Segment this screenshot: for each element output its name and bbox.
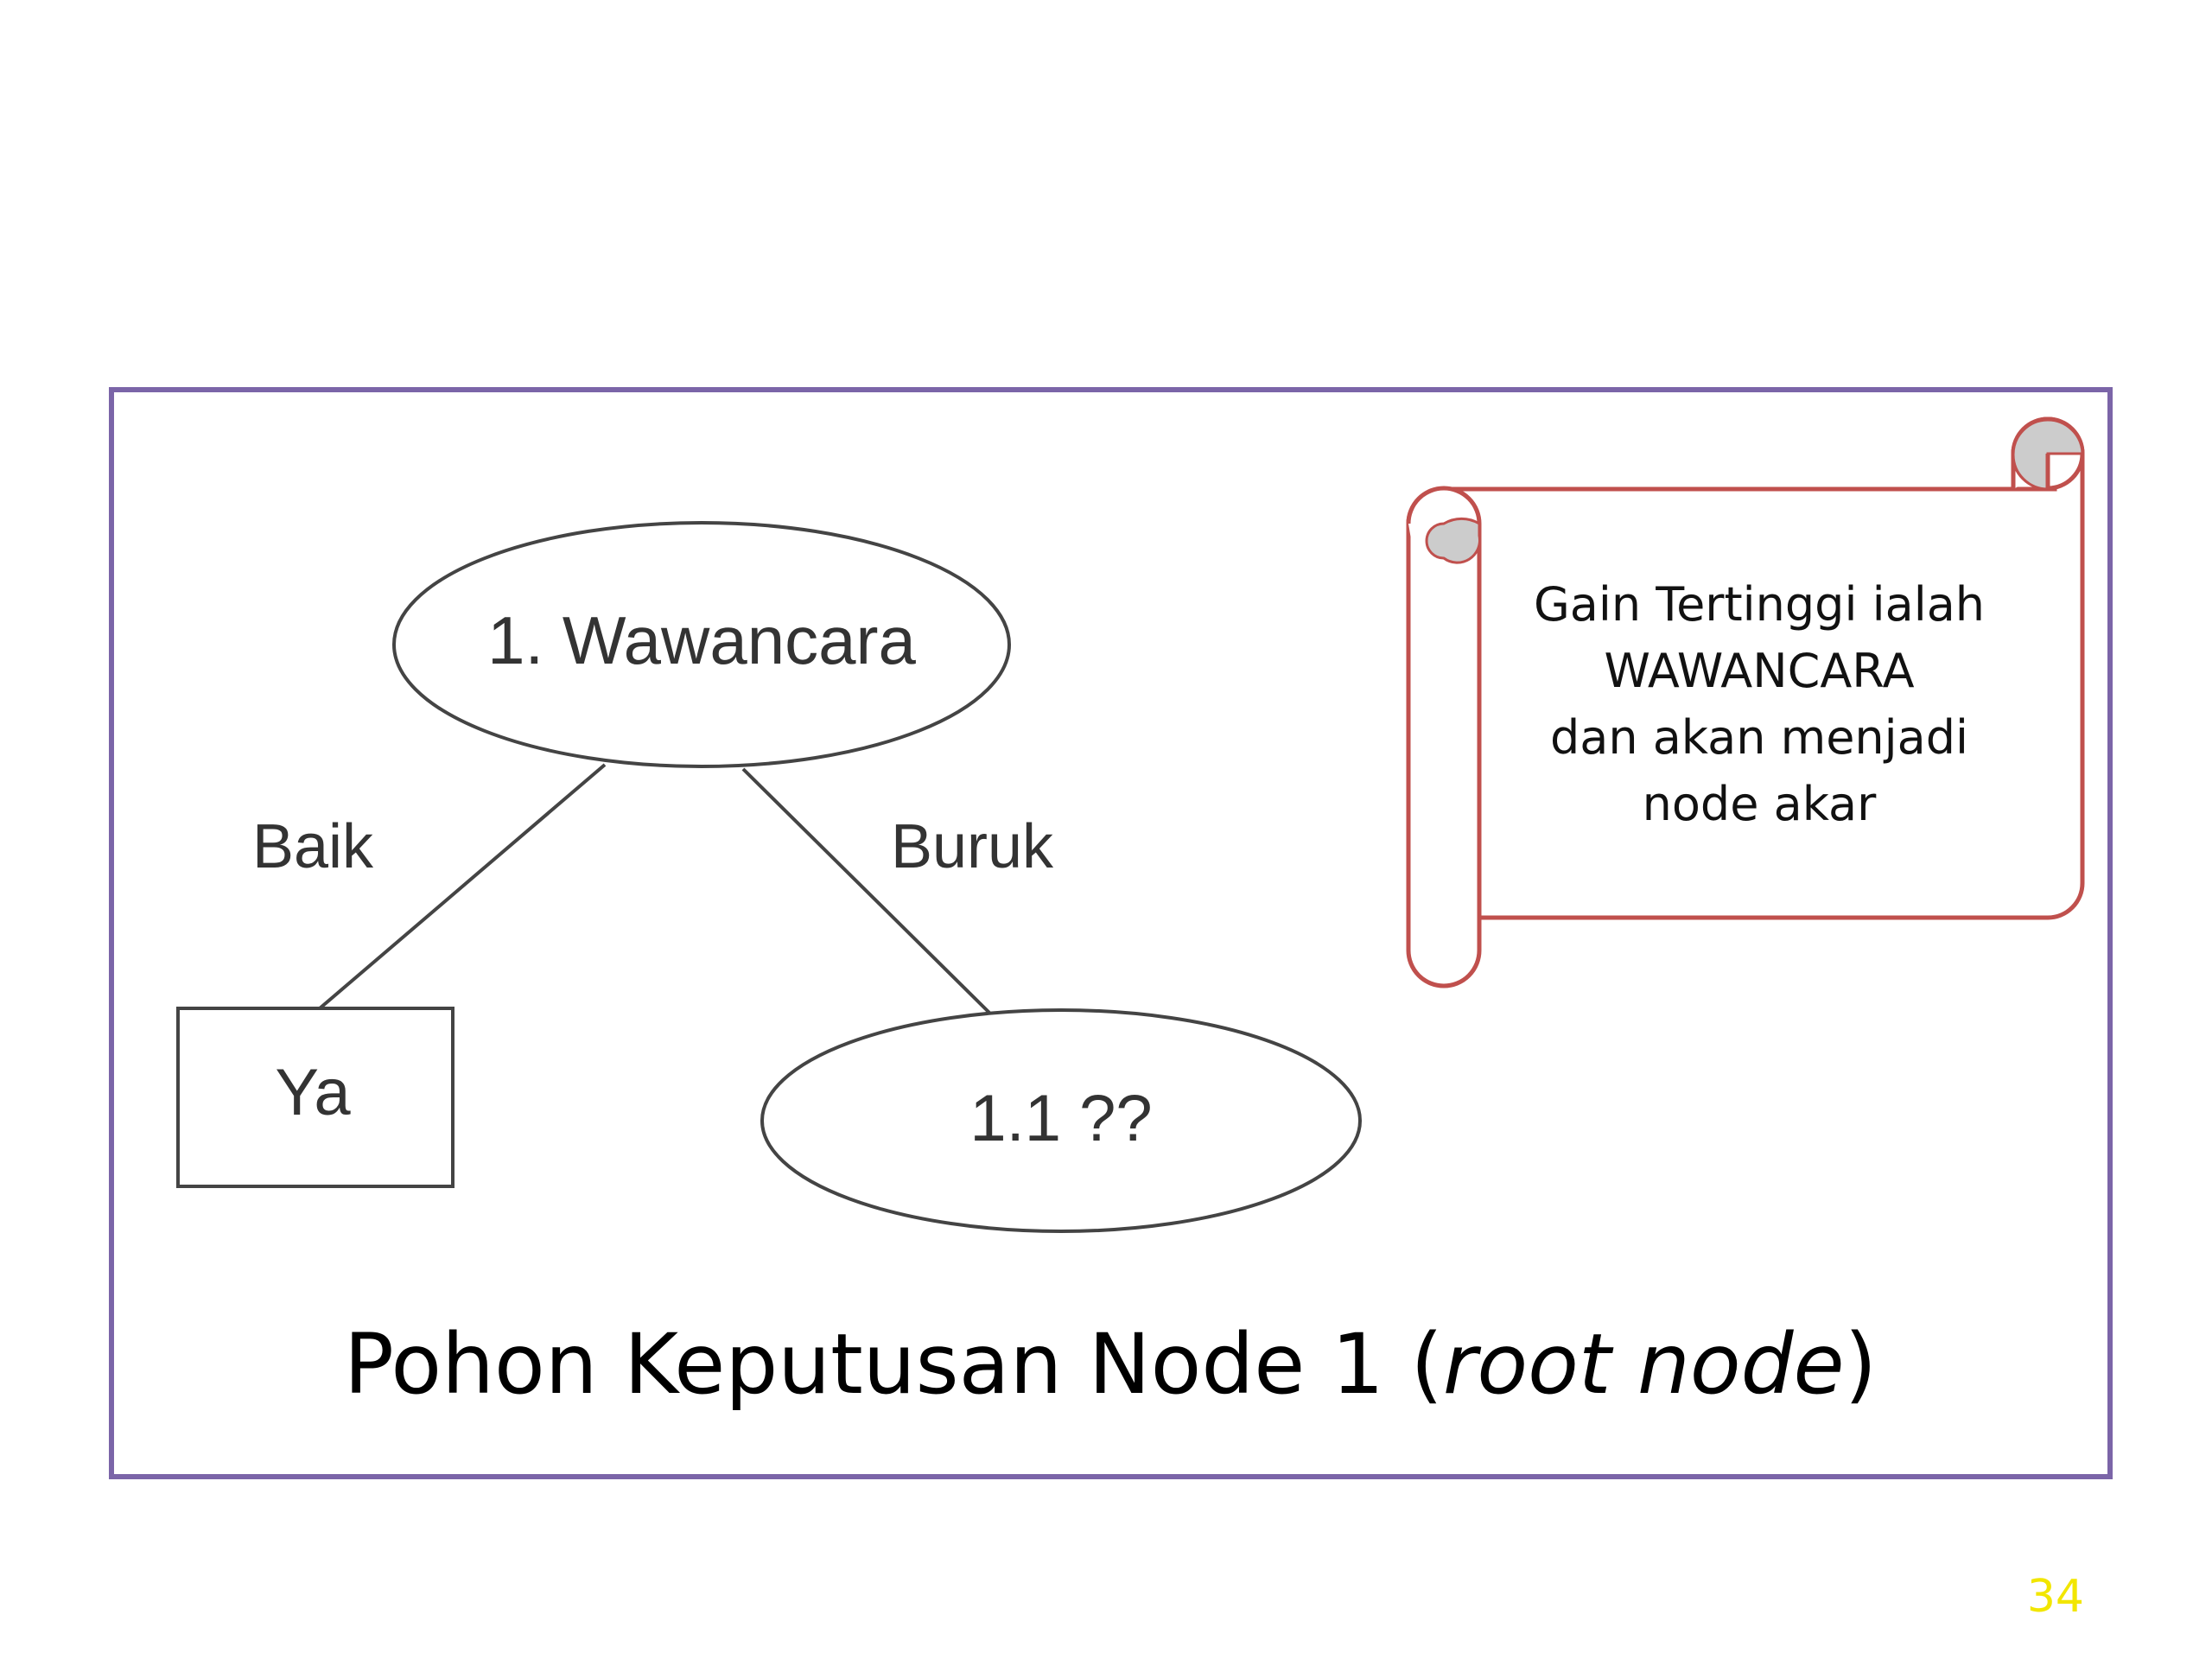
edge-label-buruk: Buruk [891,812,1054,881]
diagram-caption: Pohon Keputusan Node 1 (root node) [344,1316,1877,1413]
child-node-label: 1.1 ?? [969,1082,1152,1155]
scroll-top-curl-shade [2012,418,2084,491]
root-node-ellipse [392,521,1011,768]
edge-buruk [741,767,991,1014]
scroll-text-line1: Gain Tertinggi ialah [1534,577,1985,632]
caption-close: ) [1845,1316,1877,1413]
scroll-text-line4: node akar [1643,777,1877,831]
child-node-ellipse [760,1008,1362,1233]
leaf-box-ya [176,1007,454,1188]
scroll-left-curl-shade [1425,517,1481,564]
page-number: 34 [2026,1571,2084,1623]
scroll-callout [1406,416,2085,988]
caption-italic: root node [1443,1316,1845,1413]
edge-baik [318,763,607,1010]
leaf-label-ya: Ya [275,1056,351,1129]
scroll-text-line3: dan akan menjadi [1550,710,1968,765]
edge-label-baik: Baik [252,812,374,881]
root-node-label: 1. Wawancara [487,602,916,678]
diagram-frame [109,387,2113,1479]
caption-main: Pohon Keputusan Node 1 ( [344,1316,1443,1413]
scroll-left-roll [1406,486,1482,950]
scroll-text-line2: WAWANCARA [1604,644,1914,698]
